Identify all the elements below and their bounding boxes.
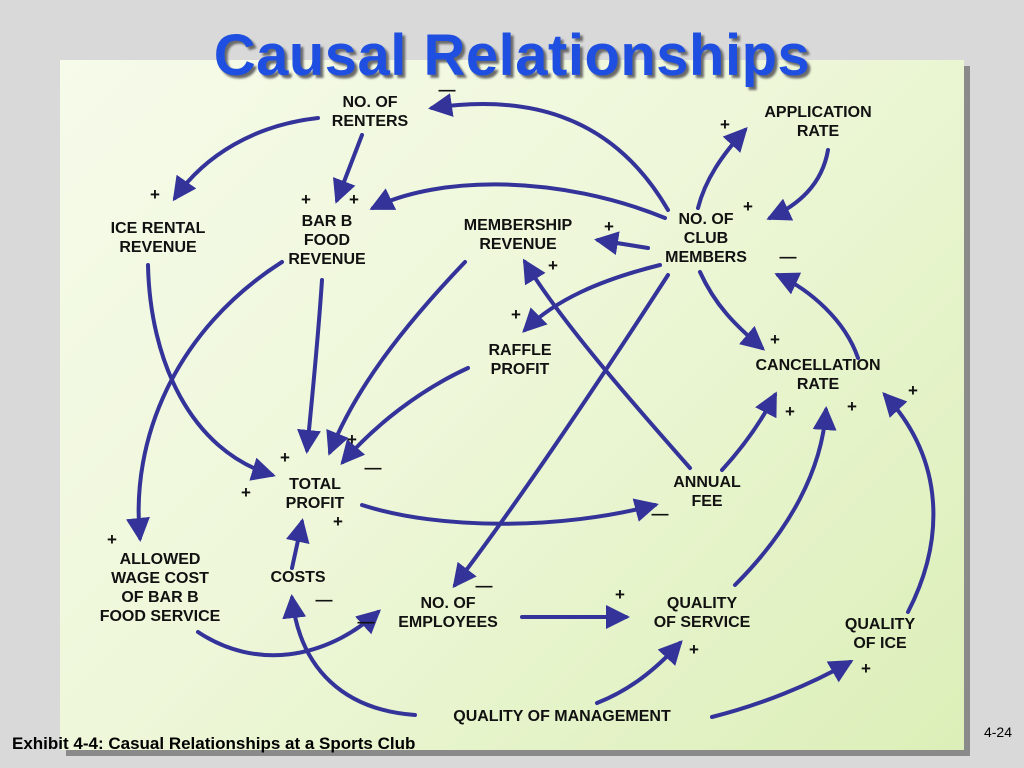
link-annualfee-to-cancellation [720, 391, 777, 472]
positive-sign: + [333, 512, 343, 531]
positive-sign: + [548, 256, 558, 275]
positive-sign: + [347, 430, 357, 449]
positive-sign: + [908, 381, 918, 400]
positive-sign: + [689, 640, 699, 659]
positive-sign: + [770, 330, 780, 349]
node-label-costs: COSTS [270, 569, 325, 586]
negative-sign: — [476, 576, 493, 595]
node-label-quality-of-management: QUALITY OF MANAGEMENT [453, 708, 671, 725]
figure-caption: Exhibit 4-4: Casual Relationships at a S… [12, 734, 416, 753]
link-barfood-to-profit [297, 278, 324, 454]
link-renters-to-bar-food [332, 133, 364, 204]
positive-sign: + [280, 448, 290, 467]
positive-sign: + [107, 530, 117, 549]
link-iceq-to-cancellation [882, 392, 936, 614]
page-number: 4-24 [983, 724, 1012, 740]
node-costs: COSTS [270, 569, 325, 586]
positive-sign: + [150, 185, 160, 204]
diagram-panel [60, 60, 964, 750]
link-management-to-iceq [710, 660, 854, 719]
positive-sign: + [301, 190, 311, 209]
negative-sign: — [358, 612, 375, 631]
link-members-to-raffle [522, 263, 662, 333]
positive-sign: + [604, 217, 614, 236]
link-membership-to-profit [326, 260, 467, 456]
positive-sign: + [615, 585, 625, 604]
link-members-to-renters [428, 93, 670, 212]
negative-sign: — [316, 590, 333, 609]
link-service-to-cancellation [733, 406, 837, 587]
link-annualfee-to-membership [522, 258, 692, 470]
link-icerental-to-profit [146, 263, 276, 481]
link-members-to-cancellation [698, 270, 766, 351]
positive-sign: + [785, 402, 795, 421]
positive-sign: + [241, 483, 251, 502]
positive-sign: + [743, 197, 753, 216]
positive-sign: + [720, 115, 730, 134]
negative-sign: — [365, 458, 382, 477]
link-members-to-membership [594, 231, 650, 256]
link-barfood-to-wage [126, 260, 284, 542]
link-costs-to-profit [286, 518, 310, 570]
link-application-to-members [766, 148, 830, 221]
link-wage-to-employees [196, 609, 381, 658]
link-management-to-costs [282, 594, 417, 717]
slide-title: Causal Relationships [213, 23, 811, 88]
link-raffle-to-profit [340, 366, 470, 466]
link-management-to-service [595, 640, 683, 705]
positive-sign: + [349, 190, 359, 209]
negative-sign: — [780, 247, 797, 266]
link-members-to-employees [452, 273, 670, 589]
link-members-to-bar-food [369, 182, 667, 220]
link-cancellation-to-members [774, 272, 860, 360]
link-members-to-application [696, 127, 748, 210]
link-renters-to-ice-rental [172, 116, 320, 202]
negative-sign: — [439, 80, 456, 99]
positive-sign: + [511, 305, 521, 324]
negative-sign: — [652, 504, 669, 523]
link-profit-to-annualfee [360, 498, 659, 526]
positive-sign: + [847, 397, 857, 416]
positive-sign: + [861, 659, 871, 678]
node-quality-of-management: QUALITY OF MANAGEMENT [453, 708, 671, 725]
